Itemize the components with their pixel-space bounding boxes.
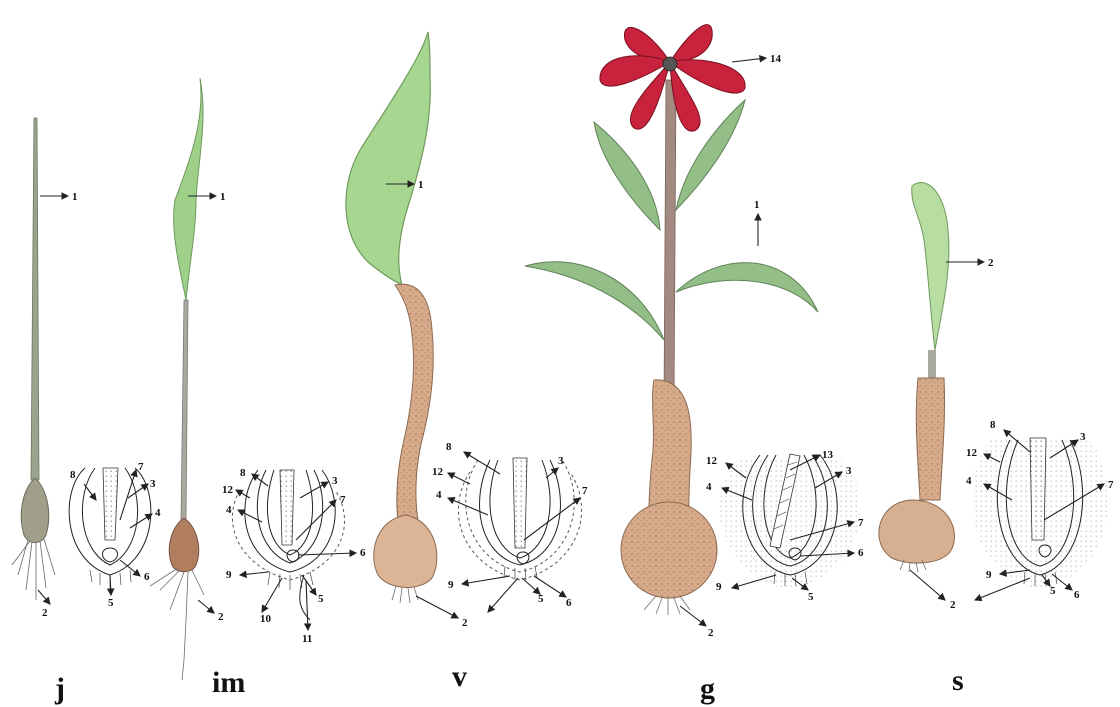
callout-s-9: 9 — [986, 569, 992, 581]
callout-s-leaf: 2 — [988, 257, 994, 269]
callout-im-roots: 2 — [218, 611, 224, 623]
callout-j-roots: 2 — [42, 607, 48, 619]
callout-j-8: 8 — [70, 469, 76, 481]
immature-bulb — [169, 518, 198, 572]
plant-virginile: 1 2 — [346, 32, 468, 629]
plant-immature: 1 2 — [150, 78, 226, 680]
virginile-leaf — [346, 32, 430, 285]
callout-g-flower: 14 — [770, 53, 782, 65]
callout-j-3: 3 — [150, 478, 156, 490]
senile-leaf — [912, 183, 949, 350]
callout-g-12: 12 — [706, 455, 718, 467]
virginile-roots — [392, 586, 418, 603]
callout-v-roots: 2 — [462, 617, 468, 629]
callout-g-7: 7 — [858, 517, 864, 529]
section-senile: 8 3 12 4 7 9 5 6 — [966, 419, 1114, 601]
callout-im-10: 10 — [260, 613, 272, 625]
callout-v-leaf: 1 — [418, 179, 424, 191]
section-immature: 8 12 4 3 7 6 9 10 5 11 — [222, 467, 366, 645]
stage-label-v: v — [452, 660, 467, 694]
callout-s-6: 6 — [1074, 589, 1080, 601]
callout-v-12: 12 — [432, 466, 444, 478]
stage-label-g: g — [700, 672, 715, 706]
immature-stem — [181, 300, 188, 520]
juvenile-leaf — [31, 118, 39, 480]
callout-s-roots: 2 — [950, 599, 956, 611]
callout-v-4: 4 — [436, 489, 442, 501]
callout-g-9: 9 — [716, 581, 722, 593]
callout-g-4: 4 — [706, 481, 712, 493]
callout-g-5: 5 — [808, 591, 814, 603]
callout-s-3: 3 — [1080, 431, 1086, 443]
senile-underground-stem — [916, 378, 944, 500]
callout-s-5: 5 — [1050, 585, 1056, 597]
generative-leaf-lower-right — [676, 263, 818, 312]
callout-im-11: 11 — [302, 633, 312, 645]
callout-im-9: 9 — [226, 569, 232, 581]
generative-roots — [644, 596, 690, 615]
immature-leaf — [174, 78, 203, 300]
callout-im-3: 3 — [332, 475, 338, 487]
callout-im-8: 8 — [240, 467, 246, 479]
juvenile-roots — [12, 539, 55, 600]
generative-leaf-lower-left — [525, 262, 664, 340]
callout-g-roots: 2 — [708, 627, 714, 639]
callout-v-5: 5 — [538, 593, 544, 605]
callout-j-6: 6 — [144, 571, 150, 583]
stage-label-im: im — [212, 666, 245, 700]
callout-s-4: 4 — [966, 475, 972, 487]
senile-bulb — [879, 500, 955, 563]
immature-roots — [150, 568, 204, 680]
stage-label-s: s — [952, 664, 964, 698]
generative-bulb — [621, 502, 717, 598]
callout-j-5: 5 — [108, 597, 114, 609]
callout-v-7: 7 — [582, 485, 588, 497]
generative-leaf-upper-left — [594, 122, 660, 230]
callout-im-12: 12 — [222, 484, 234, 496]
callout-v-8: 8 — [446, 441, 452, 453]
virginile-bulb — [374, 515, 437, 587]
callout-im-5: 5 — [318, 593, 324, 605]
callout-s-8: 8 — [990, 419, 996, 431]
section-juvenile: 8 7 3 4 6 5 — [69, 461, 161, 609]
callout-im-7: 7 — [340, 494, 346, 506]
callout-v-6: 6 — [566, 597, 572, 609]
virginile-stem — [395, 284, 433, 522]
callout-j-leaf: 1 — [72, 191, 78, 203]
callout-g-3: 3 — [846, 465, 852, 477]
callout-g-13: 13 — [822, 449, 834, 461]
generative-stem — [664, 80, 676, 400]
callout-s-12: 12 — [966, 447, 978, 459]
callout-im-4: 4 — [226, 504, 232, 516]
callout-im-leaf: 1 — [220, 191, 226, 203]
plant-senile: 2 2 — [879, 183, 994, 611]
juvenile-bulb — [21, 478, 48, 543]
plant-juvenile: 1 2 — [12, 118, 78, 619]
callout-j-4: 4 — [155, 507, 161, 519]
callout-j-7: 7 — [138, 461, 144, 473]
callout-g-6: 6 — [858, 547, 864, 559]
callout-im-6: 6 — [360, 547, 366, 559]
section-virginile: 8 12 3 4 7 9 5 6 — [432, 441, 588, 612]
stage-label-j: j — [55, 672, 65, 706]
senile-stem — [928, 350, 936, 380]
callout-v-9: 9 — [448, 579, 454, 591]
callout-s-7: 7 — [1108, 479, 1114, 491]
section-generative: 12 13 4 3 7 6 9 5 — [706, 449, 864, 603]
callout-v-3: 3 — [558, 455, 564, 467]
callout-g-leaf: 1 — [754, 199, 760, 211]
